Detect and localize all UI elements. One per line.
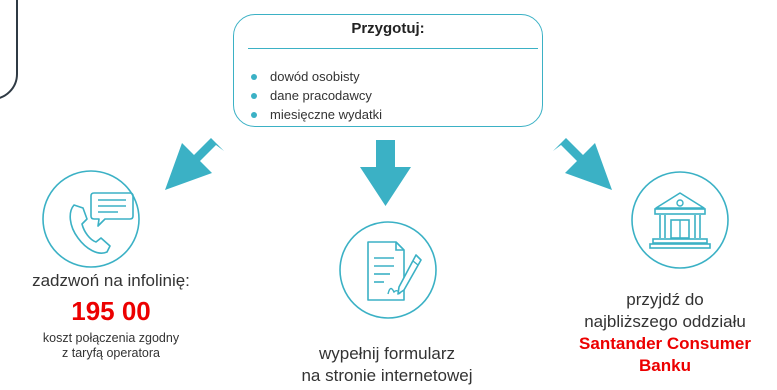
bank-name-line2: Banku — [639, 356, 691, 375]
bank-building-icon — [631, 171, 729, 269]
list-item: dane pracodawcy — [248, 86, 382, 105]
phone-label: zadzwoń na infolinię: — [32, 271, 190, 290]
list-item: dowód osobisty — [248, 67, 382, 86]
arrow-left-icon — [165, 138, 224, 190]
bullet-icon — [251, 112, 257, 118]
phone-chat-icon — [42, 170, 140, 268]
phone-number[interactable]: 195 00 — [71, 296, 151, 326]
prepare-list: dowód osobisty dane pracodawcy miesięczn… — [248, 67, 382, 124]
form-block: wypełnij formularz na stronie internetow… — [262, 343, 512, 387]
arrow-right-icon — [553, 138, 612, 190]
bullet-icon — [251, 74, 257, 80]
branch-label-line1: przyjdź do — [626, 290, 704, 309]
phone-contact-block: zadzwoń na infolinię: 195 00 koszt połąc… — [0, 270, 222, 361]
bank-name-line1: Santander Consumer — [579, 334, 751, 353]
bullet-icon — [251, 93, 257, 99]
prepare-title: Przygotuj: — [351, 20, 425, 37]
prepare-box: Przygotuj: dowód osobisty dane pracodawc… — [233, 14, 543, 127]
branch-label-line2: najbliższego oddziału — [584, 312, 746, 331]
branch-block: przyjdź do najbliższego oddziału Santand… — [553, 289, 777, 377]
prepare-divider — [248, 48, 538, 49]
form-pen-icon — [339, 221, 437, 319]
phone-cost-note: koszt połączenia zgodny z taryfą operato… — [42, 331, 180, 360]
list-item: miesięczne wydatki — [248, 105, 382, 124]
arrow-down-icon — [360, 140, 411, 206]
form-label-line2: na stronie internetowej — [301, 366, 473, 385]
form-label-line1: wypełnij formularz — [318, 344, 456, 363]
